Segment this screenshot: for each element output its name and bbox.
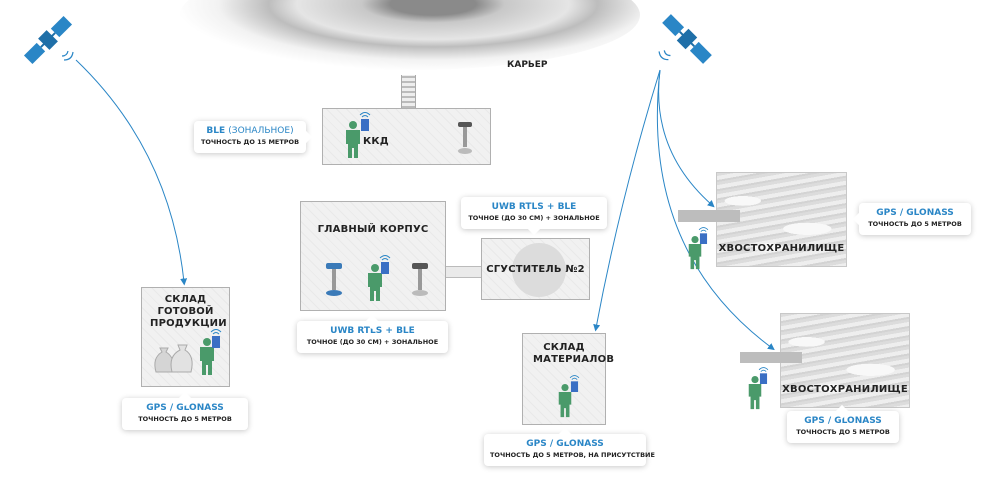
building-title: ХВОСТОХРАНИЛИЩЕ bbox=[718, 243, 845, 254]
ble-beacon-icon bbox=[412, 263, 428, 296]
person-icon bbox=[200, 338, 214, 375]
card-tech: BLE bbox=[206, 126, 226, 136]
building-title: СГУСТИТЕЛЬ №2 bbox=[486, 264, 585, 275]
building-warehouse: СКЛАД ГОТОВОЙ ПРОДУКЦИИ bbox=[141, 287, 230, 387]
tag-icon bbox=[210, 329, 222, 348]
card-desc: ТОЧНОСТЬ ДО 5 МЕТРОВ bbox=[138, 415, 232, 423]
card-warehouse: GPS / GLONASS ТОЧНОСТЬ ДО 5 МЕТРОВ bbox=[122, 391, 248, 430]
building-main: ГЛАВНЫЙ КОРПУС bbox=[300, 201, 446, 311]
tag-icon bbox=[359, 112, 371, 131]
card-tech: GPS / GLONASS bbox=[526, 439, 604, 449]
card-tech-extra: (ЗОНАЛЬНОЕ) bbox=[228, 126, 294, 136]
card-main: UWB RTLS + BLE ТОЧНОЕ (ДО 30 СМ) + ЗОНАЛ… bbox=[297, 314, 448, 353]
person-icon bbox=[558, 384, 572, 418]
link-to-tailings2 bbox=[656, 69, 775, 351]
card-desc: ТОЧНОЕ (ДО 30 СМ) + ЗОНАЛЬНОЕ bbox=[468, 214, 600, 222]
tag-icon bbox=[698, 227, 709, 244]
link-to-warehouse bbox=[75, 59, 188, 286]
thickener-tank bbox=[512, 243, 566, 297]
building-thickener: СГУСТИТЕЛЬ №2 bbox=[481, 238, 590, 300]
card-tech: GPS / GLONASS bbox=[146, 403, 224, 413]
card-tech: UWB RTLS + BLE bbox=[491, 202, 577, 212]
building-title: ГЛАВНЫЙ КОРПУС bbox=[317, 224, 429, 235]
card-desc: ТОЧНОСТЬ ДО 5 МЕТРОВ, НА ПРИСУТСТВИЕ bbox=[490, 451, 655, 459]
building-title: ХВОСТОХРАНИЛИЩЕ bbox=[782, 384, 908, 395]
tag-icon bbox=[379, 255, 391, 274]
satellite-icon bbox=[656, 8, 718, 70]
card-materials: GPS / GLONASS ТОЧНОСТЬ ДО 5 МЕТРОВ, НА П… bbox=[484, 427, 655, 466]
quarry-ramp bbox=[401, 75, 416, 108]
card-tech: GPS / GLONASS bbox=[804, 416, 882, 426]
building-kkd: ККД bbox=[322, 108, 491, 165]
building-title: ККД bbox=[363, 136, 389, 147]
ble-beacon-icon bbox=[326, 263, 342, 296]
person-icon bbox=[688, 236, 702, 270]
building-title: СКЛАД ГОТОВОЙ ПРОДУКЦИИ bbox=[150, 294, 227, 329]
card-tech: GPS / GLONASS bbox=[876, 208, 954, 218]
dam-bar bbox=[678, 210, 740, 222]
bags-icon bbox=[154, 344, 193, 373]
pipe-connector bbox=[446, 266, 482, 278]
card-desc: ТОЧНОЕ (ДО 30 СМ) + ЗОНАЛЬНОЕ bbox=[306, 338, 439, 346]
tag-icon bbox=[569, 375, 580, 392]
card-thickener: UWB RTLS + BLE ТОЧНОЕ (ДО 30 СМ) + ЗОНАЛ… bbox=[461, 197, 607, 236]
ble-beacon-icon bbox=[458, 122, 472, 154]
satellite-icon bbox=[18, 10, 78, 70]
person-icon bbox=[748, 376, 762, 410]
dam-bar bbox=[740, 352, 802, 363]
card-tailings-1: GPS / GLONASS ТОЧНОСТЬ ДО 5 МЕТРОВ bbox=[852, 203, 971, 235]
card-tailings-2: GPS / GLONASS ТОЧНОСТЬ ДО 5 МЕТРОВ bbox=[787, 404, 899, 443]
card-desc: ТОЧНОСТЬ ДО 5 МЕТРОВ bbox=[868, 220, 962, 228]
link-to-materials bbox=[593, 69, 661, 332]
building-materials: СКЛАД МАТЕРИАЛОВ bbox=[522, 333, 615, 425]
quarry-label: КАРЬЕР bbox=[507, 60, 548, 70]
tag-icon bbox=[758, 367, 769, 384]
card-desc: ТОЧНОСТЬ ДО 15 МЕТРОВ bbox=[200, 138, 300, 146]
card-tech: UWB RTLS + BLE bbox=[330, 326, 415, 336]
card-desc: ТОЧНОСТЬ ДО 5 МЕТРОВ bbox=[796, 428, 890, 436]
building-title: СКЛАД МАТЕРИАЛОВ bbox=[533, 342, 615, 365]
person-icon bbox=[346, 121, 360, 158]
person-icon bbox=[368, 264, 382, 301]
card-kkd: BLE (ЗОНАЛЬНОЕ) ТОЧНОСТЬ ДО 15 МЕТРОВ bbox=[194, 121, 313, 153]
